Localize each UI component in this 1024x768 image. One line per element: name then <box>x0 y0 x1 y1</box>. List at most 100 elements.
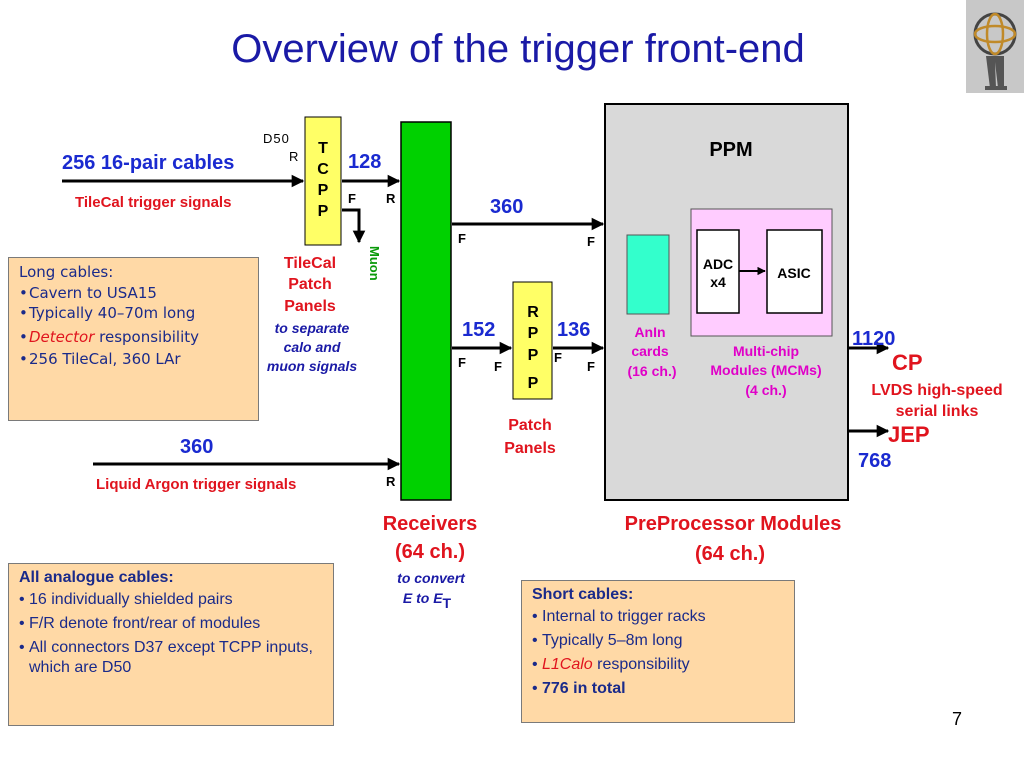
short-item-3: responsibility <box>597 656 690 673</box>
receivers-channels: (64 ch.) <box>395 541 465 563</box>
l1calo-word: L1Calo <box>542 656 593 673</box>
detector-word: Detector <box>29 328 95 346</box>
asic-box <box>766 229 823 314</box>
list-item: 256 TileCal, 360 LAr <box>19 348 250 370</box>
receivers-note-text: E to E <box>403 590 443 606</box>
muon-label: Muon <box>367 246 382 281</box>
long-cables-note: Long cables: Cavern to USA15 Typically 4… <box>8 257 259 421</box>
long-item-4: 256 TileCal, 360 LAr <box>29 350 181 368</box>
analogue-cables-title: All analogue cables: <box>19 569 174 586</box>
count-receivers-to-ppm: 360 <box>490 196 523 218</box>
analogue-item-3: All connectors D37 except TCPP inputs, w… <box>29 639 313 676</box>
rppp-letter-1: R <box>527 304 539 321</box>
lvds-label-1: LVDS high-speed <box>871 382 1002 399</box>
short-cables-list: Internal to trigger racks Typically 5–8m… <box>532 605 786 701</box>
tilecal-signals-label: TileCal trigger signals <box>75 194 231 211</box>
list-item: Internal to trigger racks <box>532 605 786 629</box>
receivers-front-label-top: F <box>458 231 466 246</box>
short-cables-note: Short cables: Internal to trigger racks … <box>521 580 795 723</box>
tcpp-connector-label: D50 <box>263 131 290 146</box>
list-item: L1Calo responsibility <box>532 653 786 677</box>
long-cables-title: Long cables: <box>19 263 114 281</box>
short-cables-title: Short cables: <box>532 586 634 603</box>
analogue-item-1: 16 individually shielded pairs <box>29 591 233 608</box>
tcpp-caption-1: TileCal <box>284 255 336 272</box>
mcm-label: Multi-chip <box>733 343 799 359</box>
jep-link-count: 768 <box>858 450 891 472</box>
list-item: All connectors D37 except TCPP inputs, w… <box>19 638 325 678</box>
list-item: 776 in total <box>532 677 786 701</box>
long-item-1: Cavern to USA15 <box>29 284 157 302</box>
tcpp-purpose-2: calo and <box>284 339 341 355</box>
long-cables-list: Cavern to USA15 Typically 40–70m long De… <box>19 282 250 370</box>
tcpp-purpose-1: to separate <box>275 320 350 336</box>
rppp-letter-4: P <box>528 375 539 392</box>
short-item-4: 776 in total <box>542 680 626 697</box>
tcpp-letter-4: P <box>318 203 329 220</box>
analogue-cables-list: 16 individually shielded pairs F/R denot… <box>19 588 325 678</box>
receivers-rear-label-top: R <box>386 191 396 206</box>
count-rppp-to-ppm: 136 <box>557 319 590 341</box>
long-item-2: Typically 40–70m long <box>29 304 196 322</box>
tcpp-letter-3: P <box>318 182 329 199</box>
receivers-note-line2: E to ET <box>403 590 452 611</box>
tcpp-purpose-3: muon signals <box>267 358 357 374</box>
receivers-note-subscript: T <box>443 595 452 611</box>
receivers-caption: Receivers <box>383 513 478 535</box>
tcpp-caption-3: Panels <box>284 298 336 315</box>
list-item: Detector responsibility <box>19 326 250 348</box>
tcpp-letter-1: T <box>318 140 328 157</box>
ppm-front-label-top: F <box>587 234 595 249</box>
lvds-label-2: serial links <box>896 403 979 420</box>
tcpp-caption-2: Patch <box>288 276 332 293</box>
tcpp-rear-label: R <box>289 149 298 164</box>
ppm-caption: PreProcessor Modules <box>625 513 842 535</box>
muon-output-arrow <box>342 208 366 244</box>
adc-count: x4 <box>710 274 726 290</box>
rppp-letter-2: P <box>528 325 539 342</box>
rppp-front-label-out: F <box>554 350 562 365</box>
mcm-channels: (4 ch.) <box>745 382 786 398</box>
rppp-caption-2: Panels <box>504 440 556 457</box>
receivers-rear-label-bottom: R <box>386 474 396 489</box>
rppp-letter-3: P <box>528 347 539 364</box>
list-item: F/R denote front/rear of modules <box>19 612 325 636</box>
list-item: Cavern to USA15 <box>19 282 250 304</box>
receivers-front-label-mid: F <box>458 355 466 370</box>
ppm-front-label-mid: F <box>587 359 595 374</box>
jep-label: JEP <box>888 422 930 447</box>
tcpp-letter-2: C <box>317 161 329 178</box>
rppp-front-label-in: F <box>494 359 502 374</box>
list-item: Typically 40–70m long <box>19 304 250 323</box>
cp-label: CP <box>892 350 923 375</box>
receivers-box <box>400 121 452 501</box>
anin-label-2: cards <box>631 343 669 359</box>
ppm-channels: (64 ch.) <box>695 543 765 565</box>
rppp-box <box>512 281 553 400</box>
page-title: Overview of the trigger front-end <box>231 27 805 71</box>
tcpp-front-label: F <box>348 191 356 206</box>
list-item: Typically 5–8m long <box>532 629 786 653</box>
lar-signals-label: Liquid Argon trigger signals <box>96 476 296 493</box>
anin-channels: (16 ch.) <box>627 363 676 379</box>
tcpp-box <box>304 116 342 246</box>
ppm-label: PPM <box>709 139 752 161</box>
adc-label: ADC <box>703 256 733 272</box>
page-number: 7 <box>952 709 962 729</box>
long-item-3: responsibility <box>99 328 200 346</box>
count-receivers-to-rppp: 152 <box>462 319 495 341</box>
mcm-label-2: Modules (MCMs) <box>710 362 821 378</box>
analogue-cables-note: All analogue cables: 16 individually shi… <box>8 563 334 726</box>
tilecal-cable-count: 256 16-pair cables <box>62 152 234 174</box>
analogue-item-2: F/R denote front/rear of modules <box>29 615 261 632</box>
asic-label: ASIC <box>777 265 810 281</box>
count-tcpp-to-receivers: 128 <box>348 151 381 173</box>
list-item: 16 individually shielded pairs <box>19 588 325 612</box>
cp-link-count: 1120 <box>852 328 895 350</box>
receivers-note-line1: to convert <box>397 570 466 586</box>
anin-label: AnIn <box>634 324 665 340</box>
atlas-logo <box>966 0 1024 93</box>
short-item-2: Typically 5–8m long <box>542 632 683 649</box>
